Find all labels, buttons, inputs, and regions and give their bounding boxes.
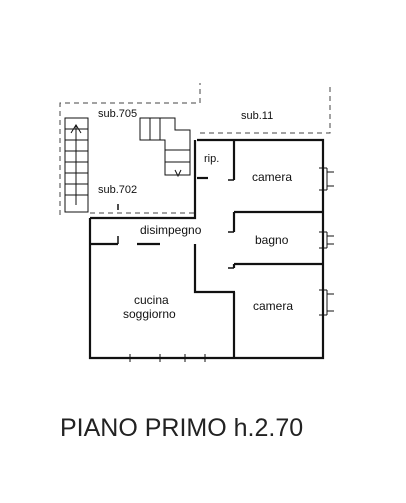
window-bagno bbox=[319, 231, 334, 249]
window-camera-top bbox=[319, 167, 334, 191]
staircase bbox=[64, 117, 191, 213]
outer-wall bbox=[88, 138, 325, 360]
window-camera-bottom bbox=[319, 289, 334, 316]
left-flight bbox=[64, 117, 89, 213]
window-cucina bbox=[129, 354, 206, 362]
plan-title: PIANO PRIMO h.2.70 bbox=[60, 414, 303, 442]
label-soggiorno: soggiorno bbox=[123, 307, 176, 321]
stair-arrow-icon bbox=[70, 124, 82, 205]
label-sub705: sub.705 bbox=[98, 108, 137, 120]
sub705-boundary bbox=[59, 83, 201, 215]
disimpegno-left-wall bbox=[90, 140, 197, 220]
label-rip: rip. bbox=[204, 153, 219, 165]
label-sub11: sub.11 bbox=[241, 110, 273, 122]
walls bbox=[88, 138, 325, 360]
sub11-boundary bbox=[200, 85, 331, 134]
label-sub702: sub.702 bbox=[98, 184, 137, 196]
door-marks bbox=[117, 179, 234, 269]
label-bagno: bagno bbox=[255, 233, 289, 247]
dashed-boundaries bbox=[59, 83, 331, 215]
windows bbox=[129, 167, 334, 362]
upper-flight bbox=[139, 117, 191, 176]
label-camera-top: camera bbox=[252, 170, 292, 184]
label-camera-bottom: camera bbox=[253, 299, 293, 313]
label-disimpegno: disimpegno bbox=[140, 223, 202, 237]
cucina-right-wall bbox=[193, 244, 235, 294]
label-cucina: cucina bbox=[134, 293, 169, 307]
